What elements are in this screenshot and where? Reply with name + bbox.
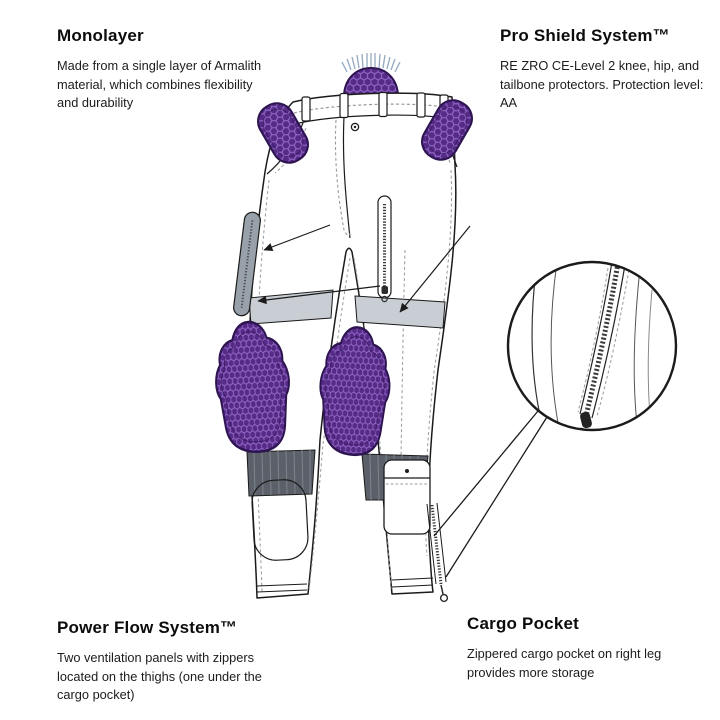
- annotation-pro-shield-title: Pro Shield System™: [500, 26, 670, 45]
- annotation-monolayer: Monolayer Made from a single layer of Ar…: [57, 26, 273, 113]
- pointer-arrow-proshield: [399, 225, 471, 313]
- ankle-hems: [256, 577, 434, 593]
- pointer-arrow-vent-top: [263, 224, 331, 251]
- annotation-pro-shield: Pro Shield System™ RE ZRO CE-Level 2 kne…: [500, 26, 714, 113]
- calf-zipper: [426, 502, 449, 603]
- magnifier-circle: [506, 260, 678, 432]
- waist-button: [350, 122, 360, 132]
- tailbone-protector-bristles: [341, 53, 401, 73]
- shin-patch: [251, 479, 309, 561]
- annotation-power-flow: Power Flow System™ Two ventilation panel…: [57, 618, 289, 705]
- annotation-pro-shield-body: RE ZRO CE-Level 2 knee, hip, and tailbon…: [500, 58, 704, 111]
- annotation-cargo-pocket-body: Zippered cargo pocket on right leg provi…: [467, 646, 662, 680]
- thigh-zipper: [377, 195, 392, 303]
- zipper-detail: [531, 262, 653, 430]
- annotation-power-flow-body: Two ventilation panels with zippers loca…: [57, 650, 262, 703]
- fly-stitching: [334, 116, 351, 239]
- annotation-power-flow-title: Power Flow System™: [57, 618, 238, 637]
- pointer-arrows: [257, 224, 471, 313]
- annotation-monolayer-title: Monolayer: [57, 26, 144, 45]
- annotation-cargo-pocket: Cargo Pocket Zippered cargo pocket on ri…: [467, 614, 691, 682]
- magnifier-connector-lines: [433, 410, 548, 578]
- cargo-pocket: [383, 459, 431, 535]
- vent-panel: [233, 211, 261, 317]
- pointer-arrow-vent-bottom: [257, 285, 381, 305]
- annotation-cargo-pocket-title: Cargo Pocket: [467, 614, 579, 633]
- annotation-monolayer-body: Made from a single layer of Armalith mat…: [57, 58, 262, 111]
